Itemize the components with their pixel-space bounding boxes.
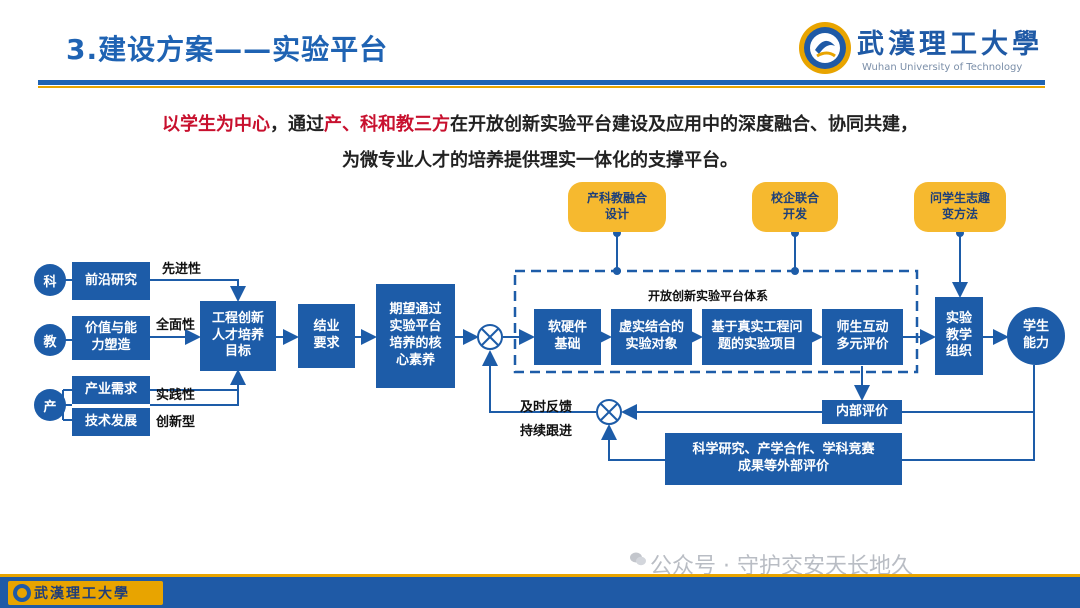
footer-bar xyxy=(0,577,1080,608)
box-frontier-research: 前沿研究 xyxy=(72,262,150,300)
box-core-literacy: 期望通过实验平台培养的核心素养 xyxy=(376,284,455,388)
label-comprehensive: 全面性 xyxy=(156,318,196,333)
footer-emblem-icon xyxy=(12,583,32,607)
box-engineering-goal: 工程创新人才培养目标 xyxy=(200,301,276,371)
box-internal-evaluation: 内部评价 xyxy=(822,400,902,424)
box-external-evaluation: 科学研究、产学合作、学科竞赛成果等外部评价 xyxy=(665,433,902,485)
intro-emphasis-2: 产、科和教三方 xyxy=(324,114,450,135)
box-virtual-real-objects: 虚实结合的实验对象 xyxy=(611,309,692,365)
page-title: 3.建设方案——实验平台 xyxy=(66,33,389,66)
box-graduation-requirement: 结业要求 xyxy=(298,304,355,368)
box-industry-demand: 产业需求 xyxy=(72,376,150,404)
footer-logo-text: 武漢理工大學 xyxy=(34,586,130,602)
intro-text-1: ，通过 xyxy=(270,114,324,135)
intro-emphasis-1: 以学生为中心 xyxy=(162,114,270,135)
pill-student-interest: 问学生志趣变方法 xyxy=(914,182,1006,232)
university-logo-icon xyxy=(797,20,853,76)
intro-line-1: 以学生为中心，通过产、科和教三方在开放创新实验平台建设及应用中的深度融合、协同共… xyxy=(0,110,1080,136)
circle-student-ability: 学生能力 xyxy=(1007,307,1065,365)
footer-logo: 武漢理工大學 xyxy=(8,581,163,605)
box-teacher-student-evaluation: 师生互动多元评价 xyxy=(822,309,903,365)
platform-title: 开放创新实验平台体系 xyxy=(648,289,769,303)
sum-junction-feedback xyxy=(596,399,622,425)
label-innovative: 创新型 xyxy=(156,415,196,430)
box-hardware-software: 软硬件基础 xyxy=(534,309,601,365)
circle-industry: 产 xyxy=(34,389,66,421)
circle-education: 教 xyxy=(34,324,66,356)
header-divider xyxy=(38,80,1045,85)
label-timely-feedback: 及时反馈 xyxy=(520,400,573,415)
label-practical: 实践性 xyxy=(156,388,196,403)
label-continuous-follow: 持续跟进 xyxy=(520,424,573,439)
box-value-shaping: 价值与能力塑造 xyxy=(72,316,150,360)
box-real-engineering-projects: 基于真实工程问题的实验项目 xyxy=(702,309,812,365)
pill-school-enterprise: 校企联合开发 xyxy=(752,182,838,232)
wechat-icon xyxy=(630,551,646,571)
intro-line-2: 为微专业人才的培养提供理实一体化的支撑平台。 xyxy=(342,150,738,171)
circle-science: 科 xyxy=(34,264,66,296)
label-advanced: 先进性 xyxy=(162,262,202,277)
box-teaching-organization: 实验教学组织 xyxy=(935,297,983,375)
intro-text-2: 在开放创新实验平台建设及应用中的深度融合、协同共建， xyxy=(450,114,918,135)
university-logo-text: 武漢理工大學 xyxy=(857,29,1043,60)
pill-integration-design: 产科教融合设计 xyxy=(568,182,666,232)
sum-junction-main xyxy=(477,324,503,350)
box-tech-development: 技术发展 xyxy=(72,408,150,436)
footer-divider xyxy=(0,574,1080,577)
university-logo-subtitle: Wuhan University of Technology xyxy=(862,62,1023,73)
header-divider-accent xyxy=(38,86,1045,88)
